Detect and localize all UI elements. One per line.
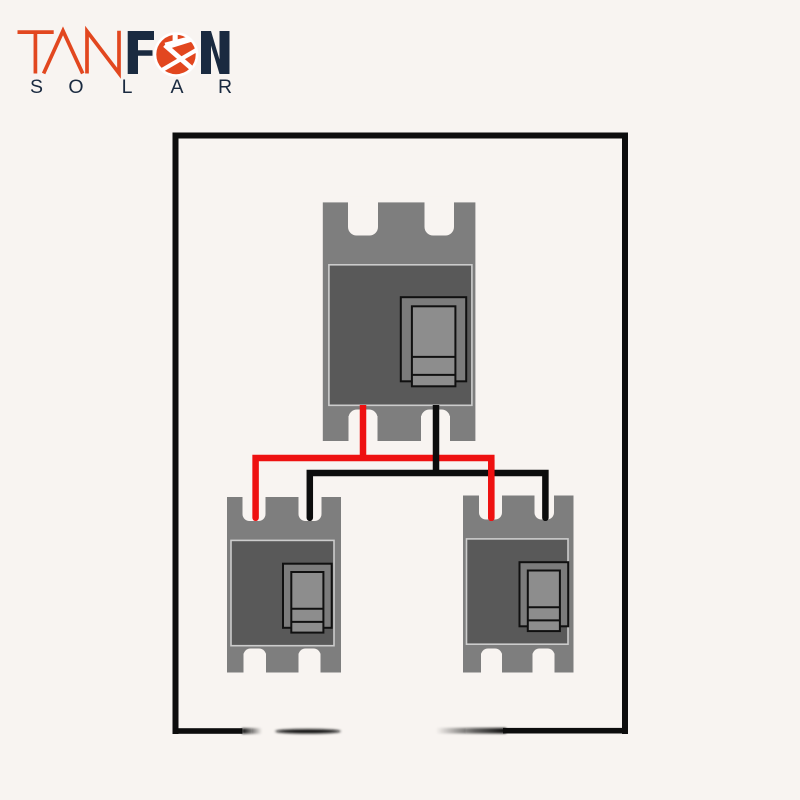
svg-text:O: O [68, 76, 83, 98]
svg-text:S: S [30, 76, 43, 98]
svg-text:R: R [218, 76, 232, 98]
svg-text:A: A [170, 76, 183, 98]
svg-text:L: L [122, 76, 133, 98]
